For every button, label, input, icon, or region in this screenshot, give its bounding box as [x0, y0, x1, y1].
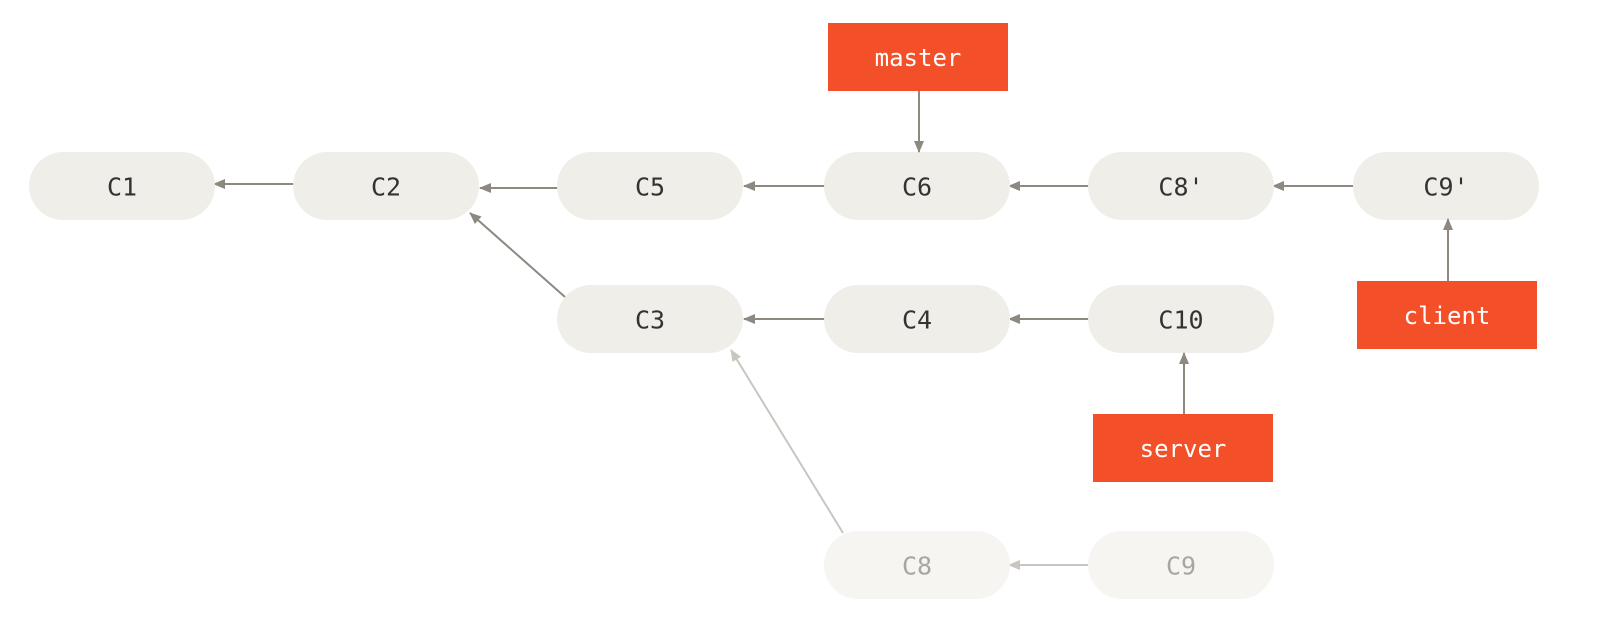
- branch-label: master: [875, 44, 962, 72]
- commit-pill: [824, 152, 1010, 220]
- commit-label: C3: [635, 306, 665, 335]
- commit-pill: [557, 285, 743, 353]
- commit-pill: [1353, 152, 1539, 220]
- commit-label: C2: [371, 173, 401, 202]
- commit-node-c8: C8: [824, 531, 1010, 599]
- commit-node-c3: C3: [557, 285, 743, 353]
- commit-pill: [557, 152, 743, 220]
- branch-client: client: [1357, 218, 1537, 349]
- branch-server: server: [1093, 352, 1273, 482]
- branch-label-box: [1357, 281, 1537, 349]
- commit-node-c1: C1: [29, 152, 215, 220]
- commit-label: C9: [1166, 552, 1196, 581]
- commit-node-c8p: C8': [1088, 152, 1274, 220]
- commit-pill: [29, 152, 215, 220]
- commit-label: C4: [902, 306, 932, 335]
- edge-arrow-c3-to-c2: [469, 212, 566, 298]
- commit-node-c9p: C9': [1353, 152, 1539, 220]
- commit-label: C6: [902, 173, 932, 202]
- branch-master: master: [828, 23, 1008, 153]
- commit-label: C9': [1423, 173, 1468, 202]
- commit-label: C10: [1158, 306, 1203, 335]
- commit-pill: [824, 531, 1010, 599]
- branches-layer: master client server: [828, 23, 1537, 482]
- commit-node-c4: C4: [824, 285, 1010, 353]
- commit-node-c9: C9: [1088, 531, 1274, 599]
- commit-label: C1: [107, 173, 137, 202]
- commit-pill: [293, 152, 479, 220]
- commit-node-c10: C10: [1088, 285, 1274, 353]
- branch-label: client: [1404, 302, 1491, 330]
- branch-label-box: [828, 23, 1008, 91]
- commit-pill: [824, 285, 1010, 353]
- edges-layer: [213, 179, 1354, 570]
- commit-node-c6: C6: [824, 152, 1010, 220]
- commit-pill: [1088, 152, 1274, 220]
- commit-label: C8: [902, 552, 932, 581]
- commit-node-c5: C5: [557, 152, 743, 220]
- commit-label: C5: [635, 173, 665, 202]
- commit-pill: [1088, 285, 1274, 353]
- branch-label-box: [1093, 414, 1273, 482]
- commit-pill: [1088, 531, 1274, 599]
- edge-arrow-c8-to-c3: [730, 349, 844, 534]
- commit-node-c2: C2: [293, 152, 479, 220]
- branch-label: server: [1140, 435, 1227, 463]
- commit-label: C8': [1158, 173, 1203, 202]
